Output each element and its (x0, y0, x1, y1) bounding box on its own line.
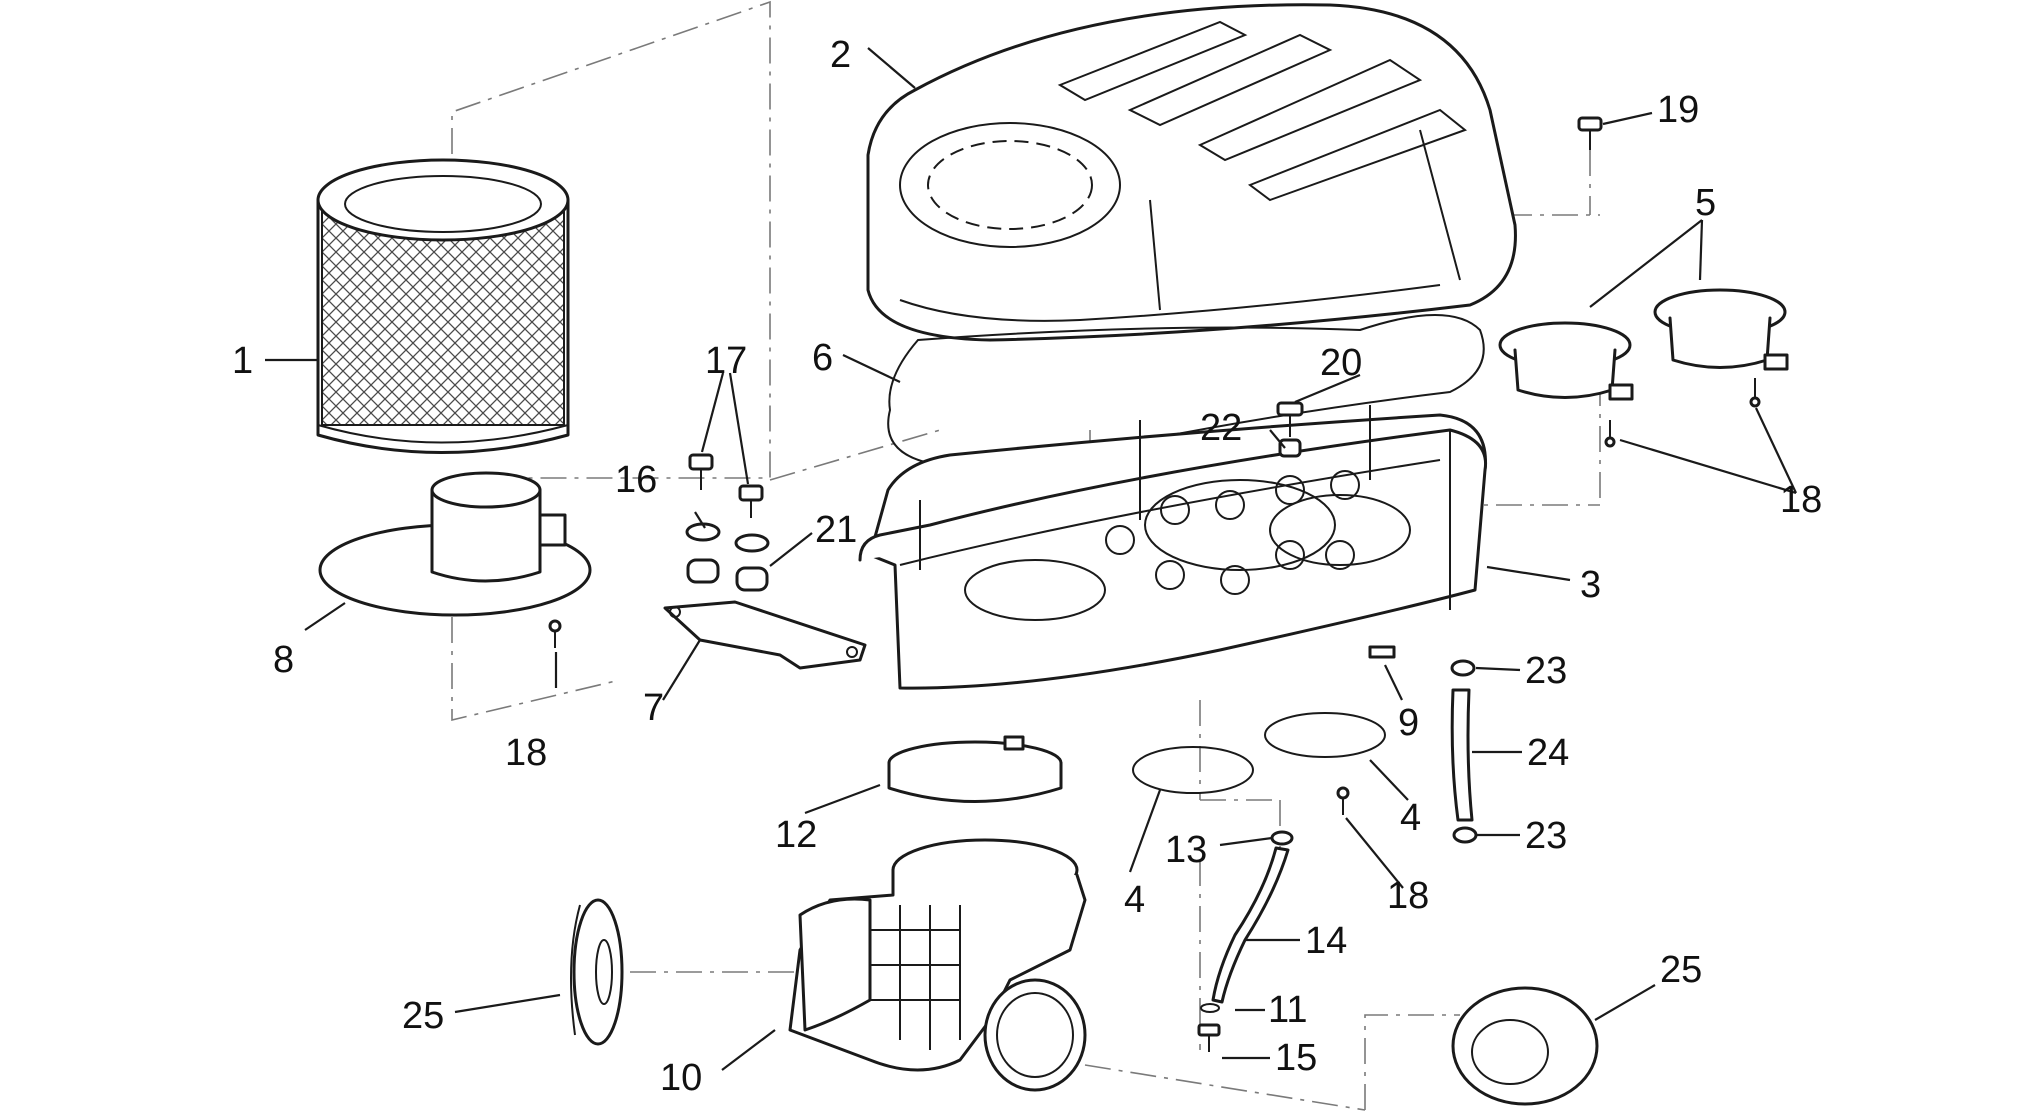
callout-20: 20 (1320, 342, 1362, 384)
callout-8: 8 (273, 639, 294, 681)
filter-base-plate (318, 471, 592, 617)
callout-23b: 23 (1525, 815, 1567, 857)
drain-tab (1368, 645, 1396, 659)
callout-4b: 4 (1400, 797, 1421, 839)
callout-2: 2 (830, 34, 851, 76)
callout-labels: 1 2 3 4 4 5 6 7 8 9 10 11 12 13 14 15 16… (232, 34, 1822, 1099)
callout-9: 9 (1398, 702, 1419, 744)
air-box-base (858, 405, 1488, 690)
callout-21: 21 (815, 509, 857, 551)
intake-manifold (788, 838, 1087, 1092)
callout-25b: 25 (1660, 949, 1702, 991)
callout-24: 24 (1527, 732, 1569, 774)
callout-6: 6 (812, 337, 833, 379)
callout-12: 12 (775, 814, 817, 856)
air-box-cover (866, 3, 1517, 342)
callout-23a: 23 (1525, 650, 1567, 692)
callout-7: 7 (643, 687, 664, 729)
small-screws (548, 378, 1761, 815)
callout-18c: 18 (1387, 875, 1429, 917)
callout-15: 15 (1275, 1037, 1317, 1079)
callout-22: 22 (1200, 407, 1242, 449)
bracket-plate (663, 600, 867, 670)
callout-18b: 18 (1780, 479, 1822, 521)
callout-13: 13 (1165, 829, 1207, 871)
breather-hose (1197, 830, 1294, 1052)
callout-18a: 18 (505, 732, 547, 774)
cover-screw (1577, 116, 1603, 150)
callout-3: 3 (1580, 564, 1601, 606)
drain-hose (1450, 659, 1478, 844)
gasket (887, 314, 1485, 464)
callout-10: 10 (660, 1057, 702, 1099)
callout-5: 5 (1695, 182, 1716, 224)
callout-19: 19 (1657, 89, 1699, 131)
screw-and-spacer (1276, 401, 1304, 458)
callout-14: 14 (1305, 920, 1347, 962)
air-filter-element (316, 158, 570, 454)
bolts-and-grommets (685, 453, 770, 592)
o-rings (1132, 712, 1386, 794)
callout-16: 16 (615, 459, 657, 501)
leader-lines (265, 47, 1797, 1071)
velocity-stacks (1498, 288, 1789, 401)
callout-1: 1 (232, 340, 253, 382)
hose-clamp (887, 735, 1063, 803)
callout-25a: 25 (402, 995, 444, 1037)
callout-11: 11 (1268, 989, 1307, 1031)
rubber-rings (570, 898, 1599, 1106)
callout-4a: 4 (1124, 879, 1145, 921)
callout-17: 17 (705, 340, 747, 382)
